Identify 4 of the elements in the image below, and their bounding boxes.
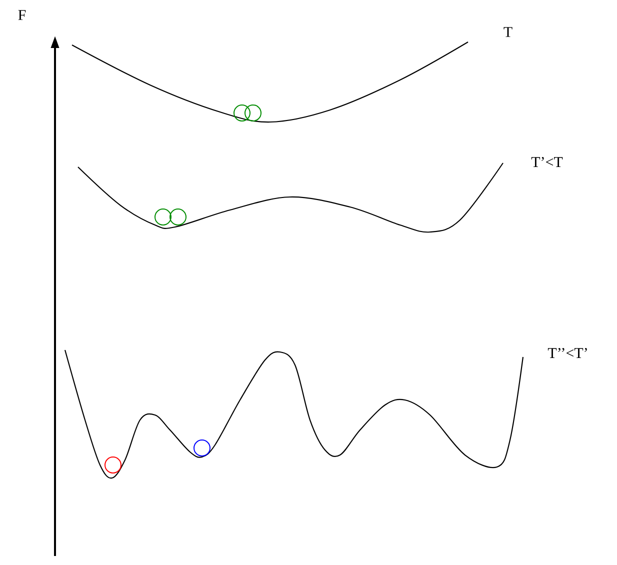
curve-label: T’’<T’: [548, 348, 587, 358]
curve-label: T’<T: [531, 157, 563, 167]
curve-label: T: [504, 27, 512, 37]
axis-label: F: [18, 10, 26, 20]
